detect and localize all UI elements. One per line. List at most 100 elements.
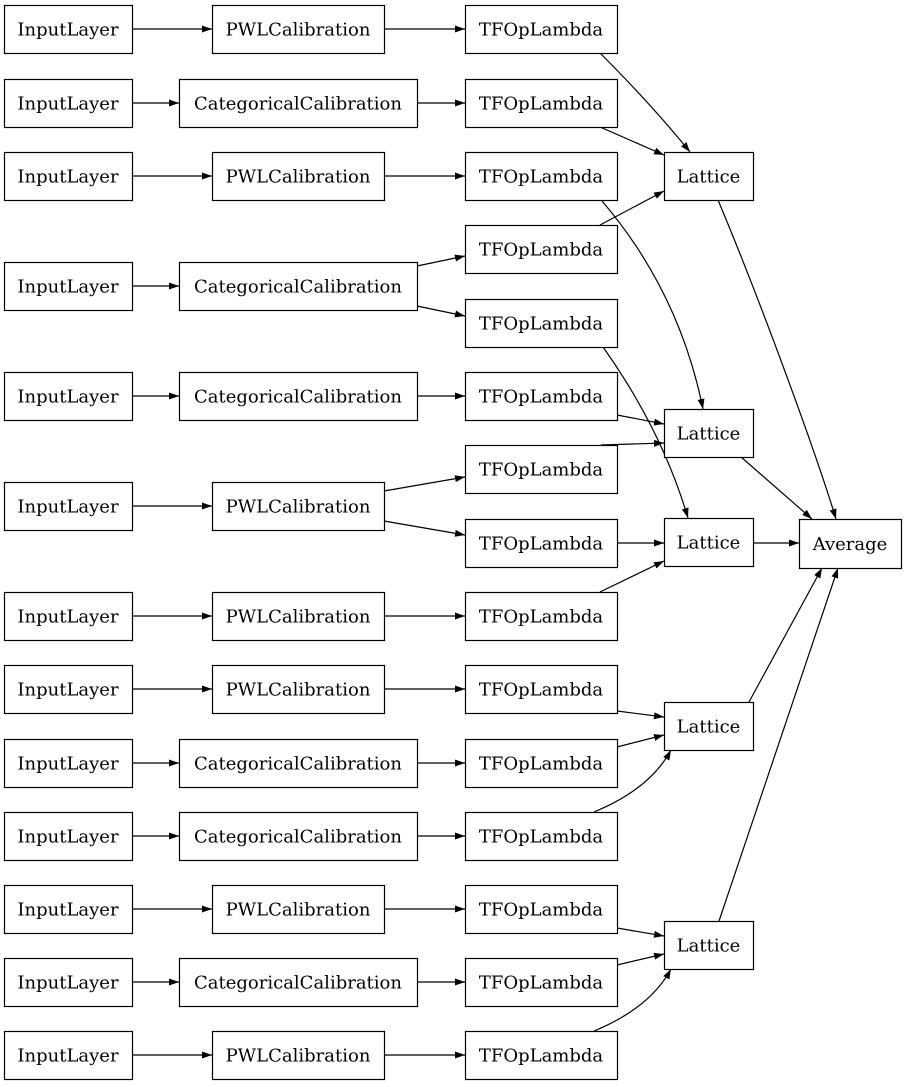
average-box bbox=[798, 518, 903, 570]
node-lambda-5: TFOpLambda bbox=[464, 298, 619, 349]
lambda-11-label: TFOpLambda bbox=[479, 754, 604, 775]
cat-1-box bbox=[178, 78, 419, 129]
lambda-1-label: TFOpLambda bbox=[479, 20, 604, 41]
node-lambda-3: TFOpLambda bbox=[464, 151, 619, 202]
input-5-label: InputLayer bbox=[17, 387, 119, 408]
lattice-2-label: Lattice bbox=[677, 424, 741, 445]
input-9-box bbox=[3, 738, 134, 789]
lambda-7-label: TFOpLambda bbox=[479, 460, 604, 481]
lattice-1-label: Lattice bbox=[677, 167, 741, 188]
cat-4-label: CategoricalCalibration bbox=[194, 754, 402, 775]
pwl-7-box bbox=[211, 1030, 386, 1081]
node-input-4: InputLayer bbox=[3, 261, 134, 312]
input-12-box bbox=[3, 957, 134, 1008]
edge-lambda-13-to-lattice-5 bbox=[616, 927, 665, 938]
cat-2-box bbox=[178, 261, 419, 312]
input-1-box bbox=[3, 4, 134, 55]
edge-lambda-6-to-lattice-2 bbox=[616, 414, 665, 426]
node-pwl-4: PWLCalibration bbox=[211, 591, 386, 642]
pwl-1-label: PWLCalibration bbox=[226, 20, 371, 41]
input-10-box bbox=[3, 811, 134, 862]
input-8-label: InputLayer bbox=[17, 680, 119, 701]
node-lambda-14: TFOpLambda bbox=[464, 957, 619, 1008]
pwl-6-box bbox=[211, 884, 386, 935]
input-4-box bbox=[3, 261, 134, 312]
input-7-box bbox=[3, 591, 134, 642]
lambda-12-label: TFOpLambda bbox=[479, 827, 604, 848]
node-average: Average bbox=[798, 518, 903, 570]
node-cat-2: CategoricalCalibration bbox=[178, 261, 419, 312]
input-6-label: InputLayer bbox=[17, 497, 119, 518]
lambda-1-box bbox=[464, 4, 619, 55]
edge-lambda-5-to-lattice-3 bbox=[602, 346, 689, 519]
lambda-5-box bbox=[464, 298, 619, 349]
lattice-1-box bbox=[663, 151, 755, 202]
lambda-13-label: TFOpLambda bbox=[479, 900, 604, 921]
input-10-label: InputLayer bbox=[17, 827, 119, 848]
cat-4-box bbox=[178, 738, 419, 789]
edge-lambda-15-to-lattice-5 bbox=[593, 968, 672, 1032]
edge-lambda-10-to-lattice-4 bbox=[616, 710, 665, 720]
input-9-label: InputLayer bbox=[17, 754, 119, 775]
pwl-3-box bbox=[211, 481, 386, 532]
node-lambda-11: TFOpLambda bbox=[464, 738, 619, 789]
lattice-5-box bbox=[663, 920, 755, 971]
edge-lambda-14-to-lattice-5 bbox=[616, 952, 665, 966]
node-input-8: InputLayer bbox=[3, 664, 134, 715]
edge-lambda-3-to-lattice-2 bbox=[601, 200, 705, 410]
lambda-13-box bbox=[464, 884, 619, 935]
cat-5-label: CategoricalCalibration bbox=[194, 827, 402, 848]
lambda-12-box bbox=[464, 811, 619, 862]
node-cat-4: CategoricalCalibration bbox=[178, 738, 419, 789]
node-cat-5: CategoricalCalibration bbox=[178, 811, 419, 862]
input-13-box bbox=[3, 1030, 134, 1081]
edge-lambda-7-to-lattice-2 bbox=[600, 439, 665, 447]
lambda-15-label: TFOpLambda bbox=[479, 1046, 604, 1067]
edge-lambda-2-to-lattice-1 bbox=[599, 126, 665, 156]
node-lambda-15: TFOpLambda bbox=[464, 1030, 619, 1081]
cat-6-box bbox=[178, 957, 419, 1008]
cat-3-box bbox=[178, 371, 419, 422]
node-lattice-4: Lattice bbox=[663, 701, 755, 752]
input-11-label: InputLayer bbox=[17, 900, 119, 921]
node-lambda-1: TFOpLambda bbox=[464, 4, 619, 55]
pwl-3-label: PWLCalibration bbox=[226, 497, 371, 518]
node-cat-3: CategoricalCalibration bbox=[178, 371, 419, 422]
input-8-box bbox=[3, 664, 134, 715]
node-lattice-1: Lattice bbox=[663, 151, 755, 202]
node-pwl-3: PWLCalibration bbox=[211, 481, 386, 532]
lambda-2-box bbox=[464, 78, 619, 129]
node-cat-1: CategoricalCalibration bbox=[178, 78, 419, 129]
input-3-box bbox=[3, 151, 134, 202]
edge-lambda-4-to-lattice-1 bbox=[599, 190, 665, 226]
edge-cat-2-to-lambda-5 bbox=[416, 305, 466, 318]
node-lambda-10: TFOpLambda bbox=[464, 664, 619, 715]
node-lambda-4: TFOpLambda bbox=[464, 224, 619, 275]
cat-1-label: CategoricalCalibration bbox=[194, 94, 402, 115]
edge-lattice-2-to-average bbox=[740, 456, 813, 520]
edge-lattice-4-to-average bbox=[748, 567, 823, 703]
edge-lambda-1-to-lattice-1 bbox=[599, 52, 691, 153]
node-input-12: InputLayer bbox=[3, 957, 134, 1008]
node-pwl-1: PWLCalibration bbox=[211, 4, 386, 55]
node-input-13: InputLayer bbox=[3, 1030, 134, 1081]
lattice-5-label: Lattice bbox=[677, 936, 741, 957]
input-13-label: InputLayer bbox=[17, 1046, 119, 1067]
lattice-2-box bbox=[663, 408, 755, 459]
pwl-4-label: PWLCalibration bbox=[226, 607, 371, 628]
edge-pwl-3-to-lambda-7 bbox=[383, 475, 466, 492]
cat-2-label: CategoricalCalibration bbox=[194, 277, 402, 298]
edge-pwl-3-to-lambda-8 bbox=[383, 520, 466, 537]
edge-cat-2-to-lambda-4 bbox=[416, 254, 466, 267]
node-lattice-3: Lattice bbox=[663, 517, 755, 568]
lambda-3-label: TFOpLambda bbox=[479, 167, 604, 188]
pwl-5-box bbox=[211, 664, 386, 715]
average-label: Average bbox=[812, 534, 888, 555]
pwl-2-label: PWLCalibration bbox=[226, 167, 371, 188]
cat-5-box bbox=[178, 811, 419, 862]
node-lambda-9: TFOpLambda bbox=[464, 591, 619, 642]
pwl-5-label: PWLCalibration bbox=[226, 680, 371, 701]
lambda-10-box bbox=[464, 664, 619, 715]
